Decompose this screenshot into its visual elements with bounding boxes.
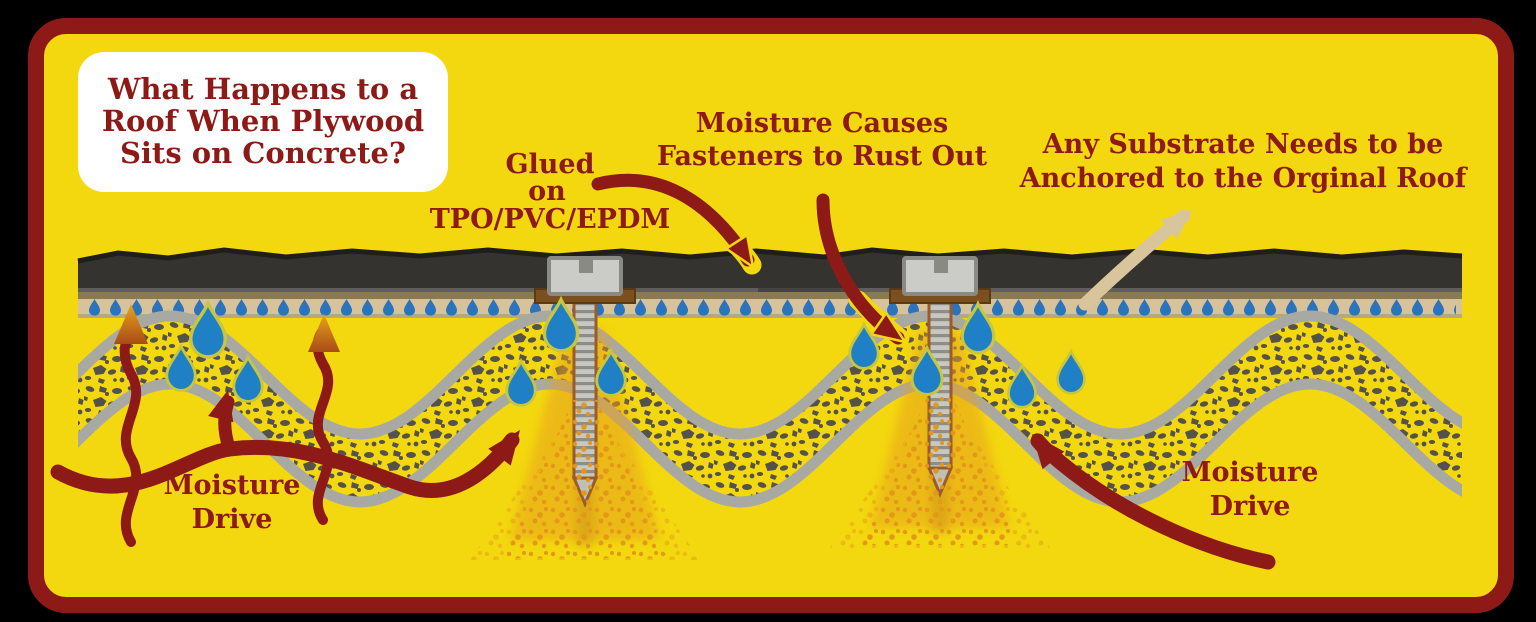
moisture-drive-right-arrowhead bbox=[1032, 434, 1065, 470]
plate-notch bbox=[579, 258, 593, 273]
plate-notch bbox=[934, 258, 948, 273]
annotation-labels: Glued on TPO/PVC/EPDM Moisture Causes Fa… bbox=[164, 108, 1469, 535]
moisture-drive-left-label-line-1: Moisture bbox=[164, 470, 301, 501]
moisture-causes-label-line-1: Moisture Causes bbox=[696, 108, 948, 139]
title-line-2: Roof When Plywood bbox=[102, 104, 424, 138]
moisture-drive-arrows bbox=[50, 390, 1276, 570]
vapor-arrowhead-1 bbox=[114, 304, 148, 344]
moisture-drive-right-label-line-1: Moisture bbox=[1182, 457, 1319, 488]
glued-label-line-2: on bbox=[528, 176, 566, 207]
substrate-label-line-2: Anchored to the Orginal Roof bbox=[1019, 163, 1469, 194]
moisture-drive-branch-arrowhead bbox=[208, 390, 234, 423]
moisture-causes-label-line-2: Fasteners to Rust Out bbox=[657, 141, 988, 172]
moisture-drive-left-label-line-2: Drive bbox=[192, 504, 273, 535]
vapor-arrowhead-2 bbox=[308, 314, 340, 352]
substrate-arrowhead bbox=[1160, 210, 1192, 239]
membrane-top-edge bbox=[77, 247, 1463, 264]
glued-label-line-3: TPO/PVC/EPDM bbox=[430, 204, 671, 235]
title-card-bg bbox=[78, 52, 448, 192]
substrate-label-line-1: Any Substrate Needs to be bbox=[1042, 129, 1444, 160]
roof-assembly bbox=[77, 247, 1463, 318]
moisture-drive-left-arc bbox=[50, 432, 520, 498]
label-arrows bbox=[591, 173, 1192, 348]
moisture-droplet-row bbox=[84, 297, 1456, 317]
title-line-1: What Happens to a bbox=[107, 72, 418, 106]
underlay-layer bbox=[78, 292, 1462, 299]
moisture-drive-left-arrowhead bbox=[488, 430, 520, 466]
rust-arrowhead bbox=[869, 310, 908, 344]
glued-label-line-1: Glued bbox=[505, 149, 594, 180]
glued-arrow-line bbox=[591, 173, 755, 267]
rust-spray-2-outer bbox=[830, 425, 1050, 548]
frame-border bbox=[28, 18, 1514, 613]
vapor-arrow-line-1 bbox=[119, 325, 142, 547]
concrete-band-top-line bbox=[78, 310, 1462, 440]
rust-spray-group bbox=[470, 395, 1050, 560]
title-line-3: Sits on Concrete? bbox=[120, 136, 406, 170]
glued-arrowhead bbox=[723, 232, 755, 270]
title-card: What Happens to a Roof When Plywood Sits… bbox=[78, 52, 448, 192]
vapor-arrows bbox=[114, 304, 340, 547]
rust-spray-1-outer bbox=[470, 430, 700, 560]
moisture-drive-right-label-line-2: Drive bbox=[1210, 491, 1291, 522]
concrete-band-speckle bbox=[78, 316, 1462, 502]
